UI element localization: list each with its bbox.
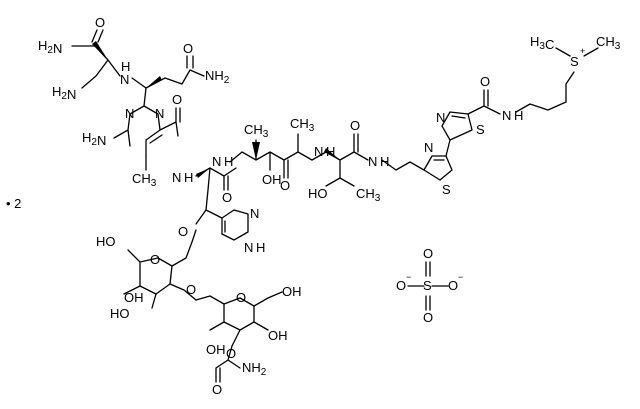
label-o-sugar-link: O bbox=[186, 282, 196, 297]
label-s-plus: S bbox=[570, 54, 579, 69]
label-ho-sugar1b: HO bbox=[110, 306, 130, 321]
label-o-sugar1: O bbox=[150, 252, 160, 267]
label-n-term: N bbox=[502, 108, 511, 123]
label-n-link: N bbox=[120, 72, 129, 87]
label-oh-sugar2c: OH bbox=[206, 342, 226, 357]
label-h2n-alpha: H2N bbox=[52, 84, 76, 102]
label-sulfate-o-bot: O bbox=[423, 310, 433, 325]
label-ch3-thr: CH3 bbox=[356, 186, 381, 204]
bond-lines bbox=[71, 29, 599, 383]
label-s-thz1: S bbox=[442, 182, 451, 197]
label-n-thz1: N bbox=[424, 140, 433, 155]
label-o-amide-top: O bbox=[95, 15, 105, 30]
label-pyr-n2: N bbox=[155, 106, 164, 121]
label-n-thr2-h: H bbox=[380, 154, 389, 169]
label-oh-sugar2a: OH bbox=[282, 284, 302, 299]
label-nh2-carb: NH2 bbox=[242, 360, 267, 378]
label-minus-left: − bbox=[406, 272, 411, 282]
label-sulfate-o-left: O bbox=[396, 278, 406, 293]
label-o-sugar2-carb: O bbox=[226, 346, 236, 361]
label-o-carb: O bbox=[212, 382, 222, 397]
label-n-his-h: H bbox=[184, 170, 193, 185]
label-ho-thr: HO bbox=[308, 186, 328, 201]
label-n-term-h: H bbox=[514, 108, 523, 123]
label-nh2-amide2: NH2 bbox=[205, 68, 230, 86]
label-o-thz-amide: O bbox=[480, 74, 490, 89]
label-h2n-top: H2N bbox=[38, 38, 62, 56]
label-o-sugar2: O bbox=[236, 290, 246, 305]
label-s-thz2: S bbox=[476, 122, 485, 137]
label-n-thr2: N bbox=[368, 154, 377, 169]
label-oh-val: OH bbox=[262, 172, 282, 187]
label-o-his-co: O bbox=[222, 190, 232, 205]
label-im-n: N bbox=[250, 206, 259, 221]
label-oh-sugar2b: OH bbox=[268, 328, 288, 343]
label-o-amide2: O bbox=[183, 41, 193, 56]
label-sulfate-o-right: O bbox=[448, 278, 458, 293]
label-h2n-pyr: H2N bbox=[82, 130, 106, 148]
stereo-wedges bbox=[92, 41, 340, 178]
label-o-thr: O bbox=[350, 118, 360, 133]
label-sulfate-o-top: O bbox=[423, 246, 433, 261]
label-im-nh: N bbox=[244, 240, 253, 255]
label-n-thz2: N bbox=[436, 110, 445, 125]
label-dot2: • 2 bbox=[6, 196, 21, 211]
label-minus-right: − bbox=[458, 272, 463, 282]
label-o-pyr-amide: O bbox=[172, 92, 182, 107]
label-ho-sugar-top: HO bbox=[96, 234, 116, 249]
label-oh-sugar1a: OH bbox=[124, 290, 144, 305]
label-n-thr: N bbox=[314, 144, 323, 159]
label-methyl-pyr: CH3 bbox=[132, 171, 157, 189]
atom-labels: H2N O H2N N H O NH2 N N H2N CH3 O N H O … bbox=[6, 15, 621, 397]
label-ch3-b: CH3 bbox=[290, 116, 315, 134]
label-plus: + bbox=[580, 46, 585, 56]
label-o-glyc: O bbox=[178, 224, 188, 239]
label-n-link-h: H bbox=[121, 59, 130, 74]
label-pyr-n1: N bbox=[125, 106, 134, 121]
label-o-val: O bbox=[280, 178, 290, 193]
label-ch3-a: CH3 bbox=[244, 122, 269, 140]
label-n-val: N bbox=[212, 154, 221, 169]
label-ch3-s: CH3 bbox=[596, 34, 621, 52]
label-sulfate-s: S bbox=[423, 278, 432, 293]
label-n-val-h: H bbox=[224, 154, 233, 169]
label-n-his: N bbox=[172, 170, 181, 185]
label-im-h: H bbox=[256, 240, 265, 255]
label-n-thr-h: H bbox=[326, 144, 335, 159]
label-h3c-s: H3C bbox=[530, 34, 554, 52]
